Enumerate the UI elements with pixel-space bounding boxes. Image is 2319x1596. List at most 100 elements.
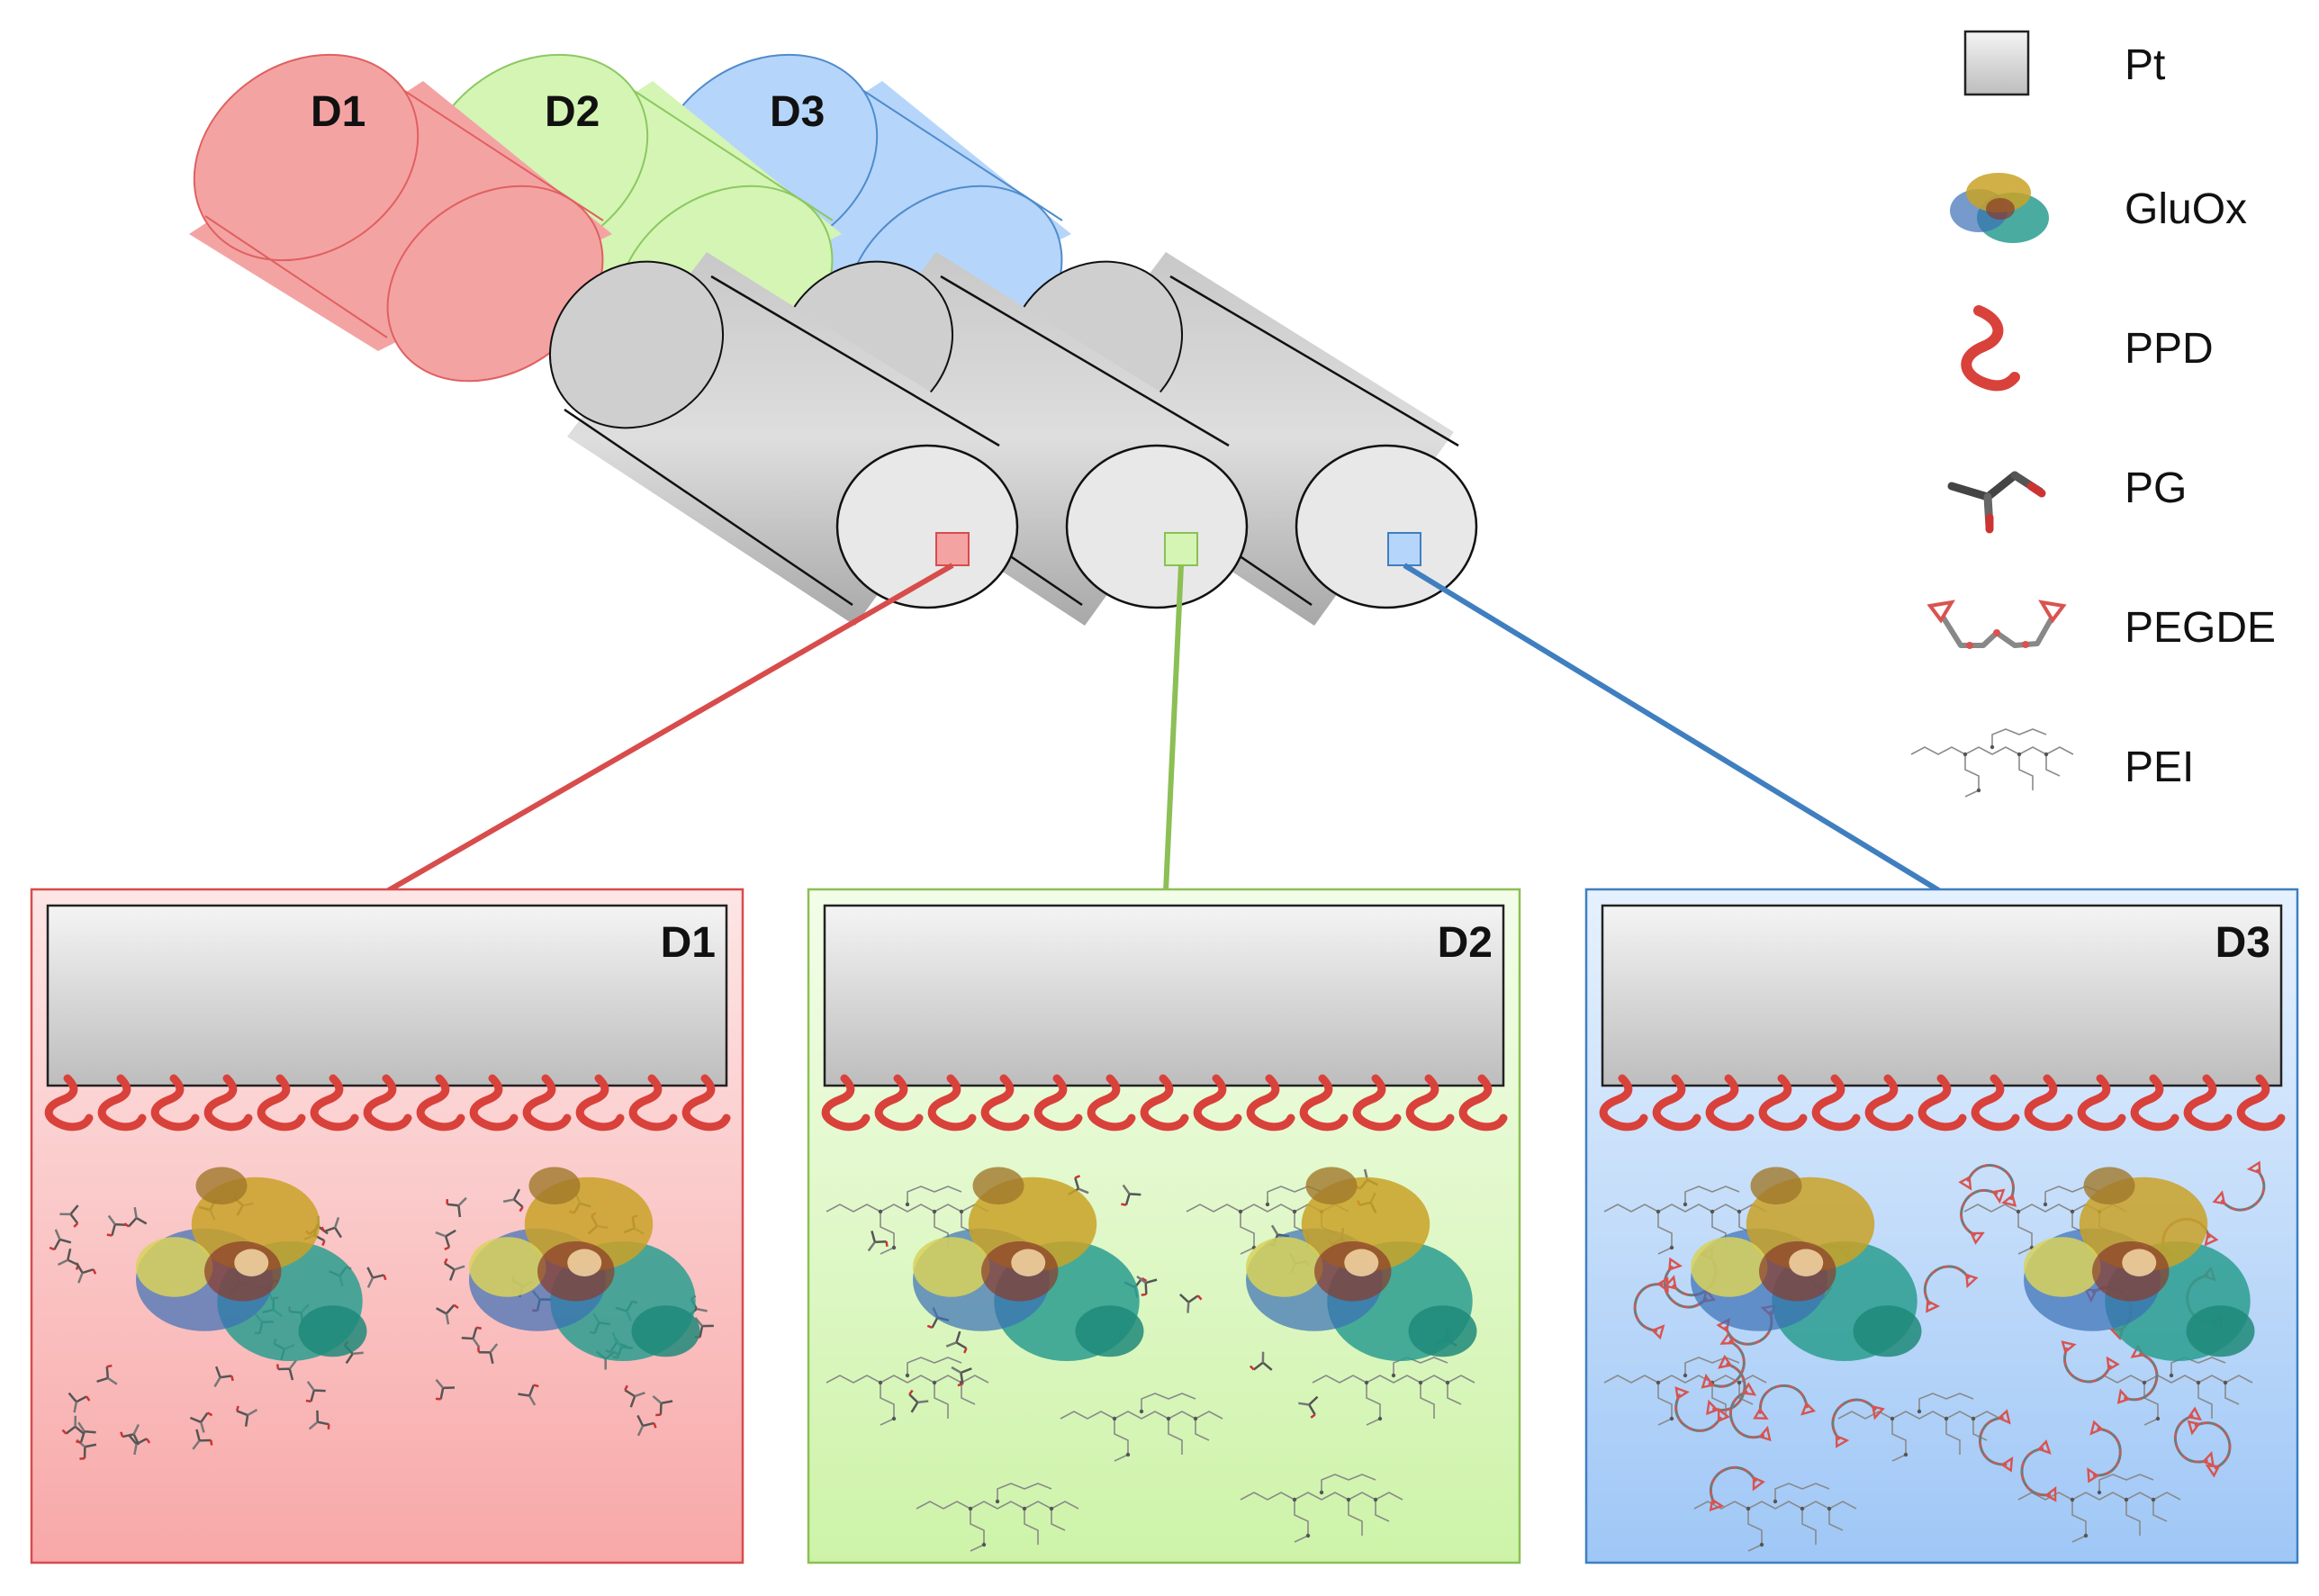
ppd-chain — [1087, 1074, 1136, 1132]
pei-structure — [1240, 1474, 1403, 1543]
panel-label: D1 — [661, 919, 716, 967]
pei-structure — [1603, 1186, 1767, 1255]
zoom-connectors — [385, 563, 1942, 894]
ppd-chain — [681, 1074, 731, 1132]
pt-end-face — [1065, 444, 1249, 609]
ppd-chain — [310, 1074, 359, 1132]
pg-molecule — [461, 1326, 482, 1348]
panel-d1: D1 — [30, 888, 744, 1564]
pg-molecule — [477, 1343, 499, 1365]
pg-molecule — [49, 1229, 72, 1251]
pg-molecule — [435, 1229, 456, 1251]
pg-molecule — [436, 1303, 459, 1325]
pegde-molecule — [1958, 1164, 2017, 1207]
pegde-molecule — [1978, 1409, 2014, 1473]
ppd-chain — [628, 1074, 678, 1132]
pei-structure-icon — [1910, 728, 2074, 798]
electrode-label: D1 — [311, 88, 365, 136]
pegde-molecule — [1706, 1354, 1746, 1416]
pg-molecule — [192, 1429, 213, 1450]
ppd-chain — [1299, 1074, 1349, 1132]
pegde-molecule — [1709, 1465, 1765, 1512]
zoom-marker — [1387, 532, 1421, 566]
ppd-chain — [1405, 1074, 1455, 1132]
pei-structure — [1837, 1393, 2001, 1462]
ppd-chain — [2024, 1074, 2073, 1132]
pegde-molecule — [1923, 1265, 1979, 1313]
ppd-chain — [1599, 1074, 1648, 1132]
pg-molecule — [68, 1392, 91, 1413]
ppd-chain — [1917, 1074, 1967, 1132]
enzyme-icon — [1950, 173, 2049, 243]
pg-molecule — [652, 1394, 673, 1417]
legend-item-ppd: PPD — [1961, 305, 2214, 392]
connector-line-d1 — [385, 563, 954, 894]
ppd-chain — [1033, 1074, 1083, 1132]
ppd-chain — [2183, 1074, 2233, 1132]
pg-molecule — [1179, 1294, 1203, 1313]
legend-label: Pt — [2125, 41, 2165, 89]
gluox-enzyme — [913, 1167, 1144, 1361]
gluox-enzyme — [2024, 1167, 2255, 1361]
pg-molecule — [446, 1196, 467, 1218]
ppd-chain — [150, 1074, 200, 1132]
ppd-chain — [2236, 1074, 2286, 1132]
pg-molecule — [235, 1405, 258, 1427]
ppd-chain — [363, 1074, 412, 1132]
ppd-chain — [980, 1074, 1030, 1132]
pg-molecule — [59, 1204, 79, 1228]
pg-molecule — [1136, 1275, 1158, 1296]
pg-molecule — [951, 1366, 972, 1387]
electrode-d1: D1 — [189, 53, 612, 383]
ppd-chain — [1864, 1074, 1914, 1132]
ppd-chain — [44, 1074, 94, 1132]
pegde-molecule-icon — [1926, 600, 2067, 649]
pegde-molecule — [2087, 1420, 2122, 1483]
ppd-chain — [1458, 1074, 1508, 1132]
pg-molecule — [189, 1411, 213, 1433]
pg-molecule-icon — [1947, 471, 2046, 534]
legend-label: GluOx — [2125, 185, 2247, 233]
pt-square-icon — [1963, 30, 2030, 96]
panel-label: D2 — [1438, 919, 1493, 967]
pt-end-face — [835, 444, 1019, 609]
ppd-chain — [203, 1074, 253, 1132]
pg-molecule — [213, 1366, 234, 1388]
pei-structure — [1910, 728, 2074, 798]
pg-molecule — [308, 1410, 330, 1430]
pt-surface — [823, 904, 1505, 1087]
gluox-enzyme — [136, 1167, 367, 1361]
ppd-chain — [927, 1074, 977, 1132]
ppd-chain — [2077, 1074, 2126, 1132]
legend-label: PPD — [2125, 325, 2214, 373]
ppd-chain — [469, 1074, 519, 1132]
pg-molecule — [624, 1384, 645, 1408]
pg-molecule — [76, 1421, 96, 1444]
pei-structure — [2089, 1357, 2253, 1426]
ppd-wave-icon — [1961, 305, 2020, 392]
pg-molecule — [435, 1378, 455, 1401]
pg-molecule — [275, 1359, 297, 1381]
panel-d3: D3 — [1584, 888, 2299, 1564]
sleeve-front — [386, 185, 604, 383]
pegde-molecule — [1831, 1398, 1885, 1448]
pg-molecule — [502, 1188, 524, 1213]
cross-section-panels: D1 D2 D3 — [30, 888, 2299, 1564]
gluox-enzyme — [469, 1167, 700, 1361]
pei-structure — [2017, 1474, 2181, 1543]
legend-label: PEI — [2125, 744, 2194, 791]
pegde-molecule — [2061, 1340, 2120, 1384]
legend-item-pg: PG — [1947, 464, 2187, 534]
pg-molecule — [443, 1258, 465, 1281]
ppd-chain — [1705, 1074, 1755, 1132]
legend-label: PEGDE — [2125, 604, 2276, 652]
pt-surface — [46, 904, 728, 1087]
pegde-molecule — [2212, 1160, 2266, 1212]
pg-molecule — [518, 1384, 539, 1406]
pg-molecule — [908, 1389, 929, 1413]
ppd-chain — [2130, 1074, 2179, 1132]
pg-molecule — [320, 1217, 343, 1239]
ppd-chain — [821, 1074, 871, 1132]
legend-item-pt: Pt — [1963, 30, 2165, 96]
